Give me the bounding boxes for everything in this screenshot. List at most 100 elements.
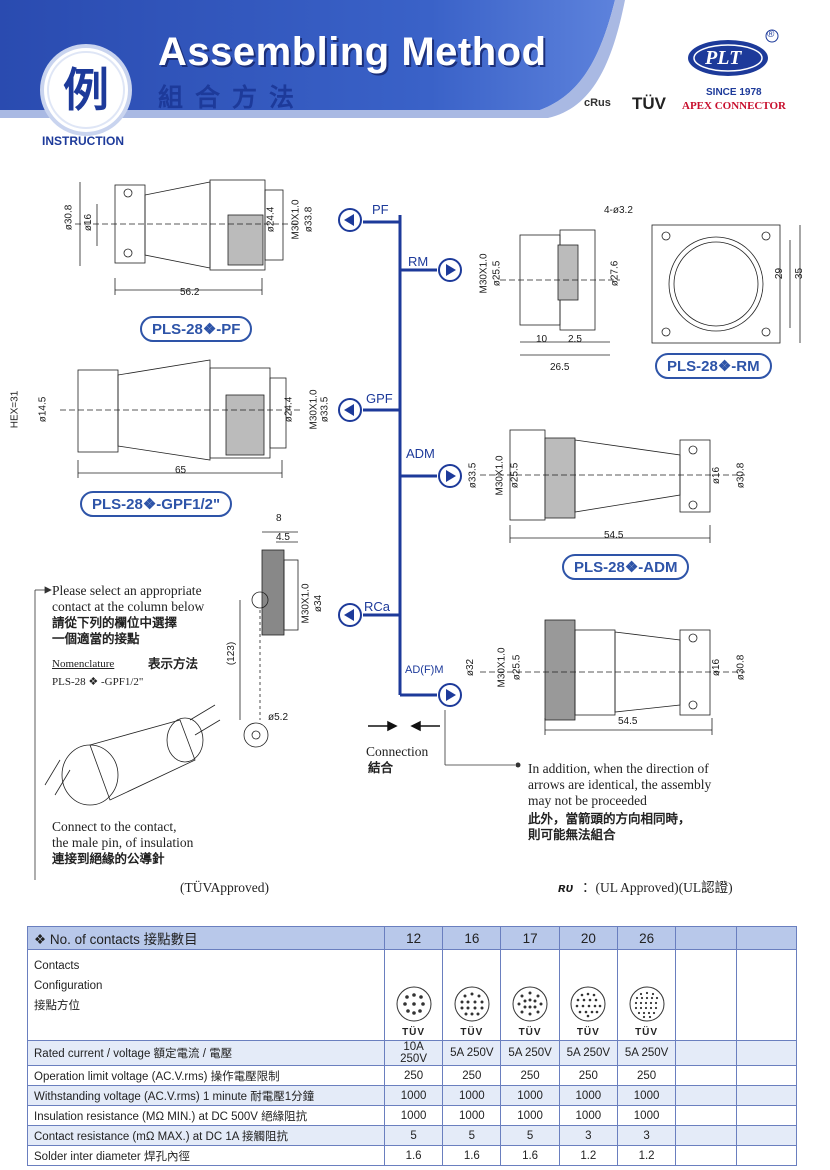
config-26: TÜV — [616, 949, 677, 1041]
cert-marks: TÜV — [518, 1027, 542, 1038]
cell: 1.2 — [558, 1145, 618, 1166]
cell: 5A 250V — [442, 1040, 502, 1066]
connection-bus — [363, 215, 437, 697]
config-label-line-1: Contacts — [34, 960, 80, 972]
empty-cell — [675, 1040, 737, 1066]
rca-drawing — [239, 531, 299, 748]
row-label: Withstanding voltage (AC.V.rms) 1 minute… — [27, 1085, 385, 1106]
connection-legend-zh: 結合 — [368, 760, 394, 775]
adm-connection-icon[interactable] — [437, 463, 463, 489]
cell: 3 — [558, 1125, 618, 1146]
select-note-zh-2: 一個適當的接點 — [52, 631, 140, 646]
rm-dim-29: 29 — [774, 267, 786, 280]
cell: 1000 — [558, 1105, 618, 1126]
connect-note-zh: 連接到絕緣的公導針 — [52, 851, 165, 866]
cell: 5 — [442, 1125, 502, 1146]
technical-drawings — [34, 179, 801, 880]
connection-rm-label: RM — [408, 254, 429, 269]
cell: 1000 — [442, 1085, 502, 1106]
empty-cell — [675, 926, 737, 950]
gpf-dim-thread: M30X1.0 — [308, 389, 320, 430]
rm-dim-10: 10 — [536, 334, 548, 345]
row-label: Operation limit voltage (AC.V.rms) 操作電壓限… — [27, 1065, 385, 1086]
table-row: Withstanding voltage (AC.V.rms) 1 minute… — [27, 1085, 798, 1106]
adm-dim-thread: M30X1.0 — [494, 455, 506, 496]
cell: 1000 — [500, 1105, 560, 1126]
cell: 1000 — [616, 1085, 677, 1106]
empty-cell — [735, 949, 798, 1041]
row-label: Rated current / voltage 額定電流 / 電壓 — [27, 1040, 385, 1066]
empty-cell — [735, 1105, 798, 1126]
configuration-row: Contacts Configuration 接點方位 TÜV TÜV TÜV … — [27, 949, 798, 1041]
adm-dim-30: ø30.8 — [735, 462, 747, 489]
page-title-zh: 組合方法 — [158, 83, 307, 112]
adm-dim-25: ø25.5 — [509, 462, 521, 489]
table-row: Rated current / voltage 額定電流 / 電壓 10A 25… — [27, 1040, 798, 1066]
pf-dim-33: ø33.8 — [303, 206, 315, 233]
connection-adm-label: ADM — [406, 446, 435, 461]
gpf-dim-24: ø24.4 — [283, 396, 295, 423]
empty-cell — [675, 1085, 737, 1106]
section-label: INSTRUCTION — [42, 134, 124, 148]
pin-layout-12-icon — [396, 986, 432, 1022]
connection-pf-label: PF — [372, 202, 389, 217]
table-row: Contact resistance (mΩ MAX.) at DC 1A 接觸… — [27, 1125, 798, 1146]
rm-connection-icon[interactable] — [437, 257, 463, 283]
config-20: TÜV — [558, 949, 618, 1041]
gpf-dim-length: 65 — [175, 465, 187, 476]
cell: 1.6 — [383, 1145, 444, 1166]
cell: 250 — [616, 1065, 677, 1086]
brand-logo-text: PLT — [705, 47, 742, 69]
part-label-adm: PLS-28❖-ADM — [562, 554, 690, 580]
empty-cell — [735, 1040, 798, 1066]
empty-cell — [675, 1065, 737, 1086]
cell: 1.2 — [616, 1145, 677, 1166]
row-label: Solder inter diameter 焊孔內徑 — [27, 1145, 385, 1166]
pin-layout-20-icon — [570, 986, 606, 1022]
table-row: Solder inter diameter 焊孔內徑 1.6 1.6 1.6 1… — [27, 1145, 798, 1166]
rm-drawing — [500, 224, 801, 356]
gpf-connection-icon[interactable] — [337, 397, 363, 423]
cell: 5A 250V — [616, 1040, 677, 1066]
cell: 10A 250V — [383, 1040, 444, 1066]
cell: 1.6 — [442, 1145, 502, 1166]
pin-layout-26-icon — [629, 986, 665, 1022]
cell: 5 — [500, 1125, 560, 1146]
nomenclature-label: Nomenclature — [52, 658, 115, 670]
cert-marks: TÜV — [460, 1027, 484, 1038]
cell: 3 — [616, 1125, 677, 1146]
nomenclature-label-zh: 表示方法 — [148, 656, 199, 671]
table-row: Operation limit voltage (AC.V.rms) 操作電壓限… — [27, 1065, 798, 1086]
cell: 1000 — [442, 1105, 502, 1126]
badge-character: 例 — [63, 63, 109, 117]
adfm-dim-thread: M30X1.0 — [496, 647, 508, 688]
select-note-zh-1: 請從下列的欄位中選擇 — [52, 615, 178, 630]
contacts-17: 17 — [500, 926, 560, 950]
cert-marks: TÜV — [635, 1027, 659, 1038]
cell: 5A 250V — [558, 1040, 618, 1066]
adfm-dim-16: ø16 — [711, 658, 723, 677]
cell: 5A 250V — [500, 1040, 560, 1066]
rca-dim-od: ø34 — [313, 594, 325, 613]
pin-layout-16-icon — [454, 986, 490, 1022]
cell: 1.6 — [500, 1145, 560, 1166]
gpf-dim-hex: HEX=31 — [9, 390, 21, 429]
adfm-dim-25: ø25.5 — [511, 654, 523, 681]
adfm-connection-icon[interactable] — [437, 682, 463, 708]
pf-drawing — [75, 179, 300, 295]
empty-cell — [675, 1125, 737, 1146]
part-label-gpf: PLS-28❖-GPF1/2" — [80, 491, 233, 517]
registered-mark: ® — [767, 29, 775, 40]
ul-mark-icon: ʀᴜ — [558, 880, 574, 895]
cell: 1000 — [558, 1085, 618, 1106]
contacts-26: 26 — [616, 926, 677, 950]
cell: 250 — [383, 1065, 444, 1086]
rm-dim-25: ø25.5 — [491, 260, 503, 287]
connection-rca-label: RCa — [364, 599, 391, 614]
configuration-label: Contacts Configuration 接點方位 — [27, 949, 385, 1041]
rca-connection-icon[interactable] — [337, 602, 363, 628]
direction-note-en-2: arrows are identical, the assembly — [528, 777, 712, 792]
pf-connection-icon[interactable] — [337, 207, 363, 233]
table-header-row: ❖ No. of contacts 接點數目 12 16 17 20 26 — [27, 926, 798, 950]
adm-dim-33: ø33.5 — [467, 462, 479, 489]
